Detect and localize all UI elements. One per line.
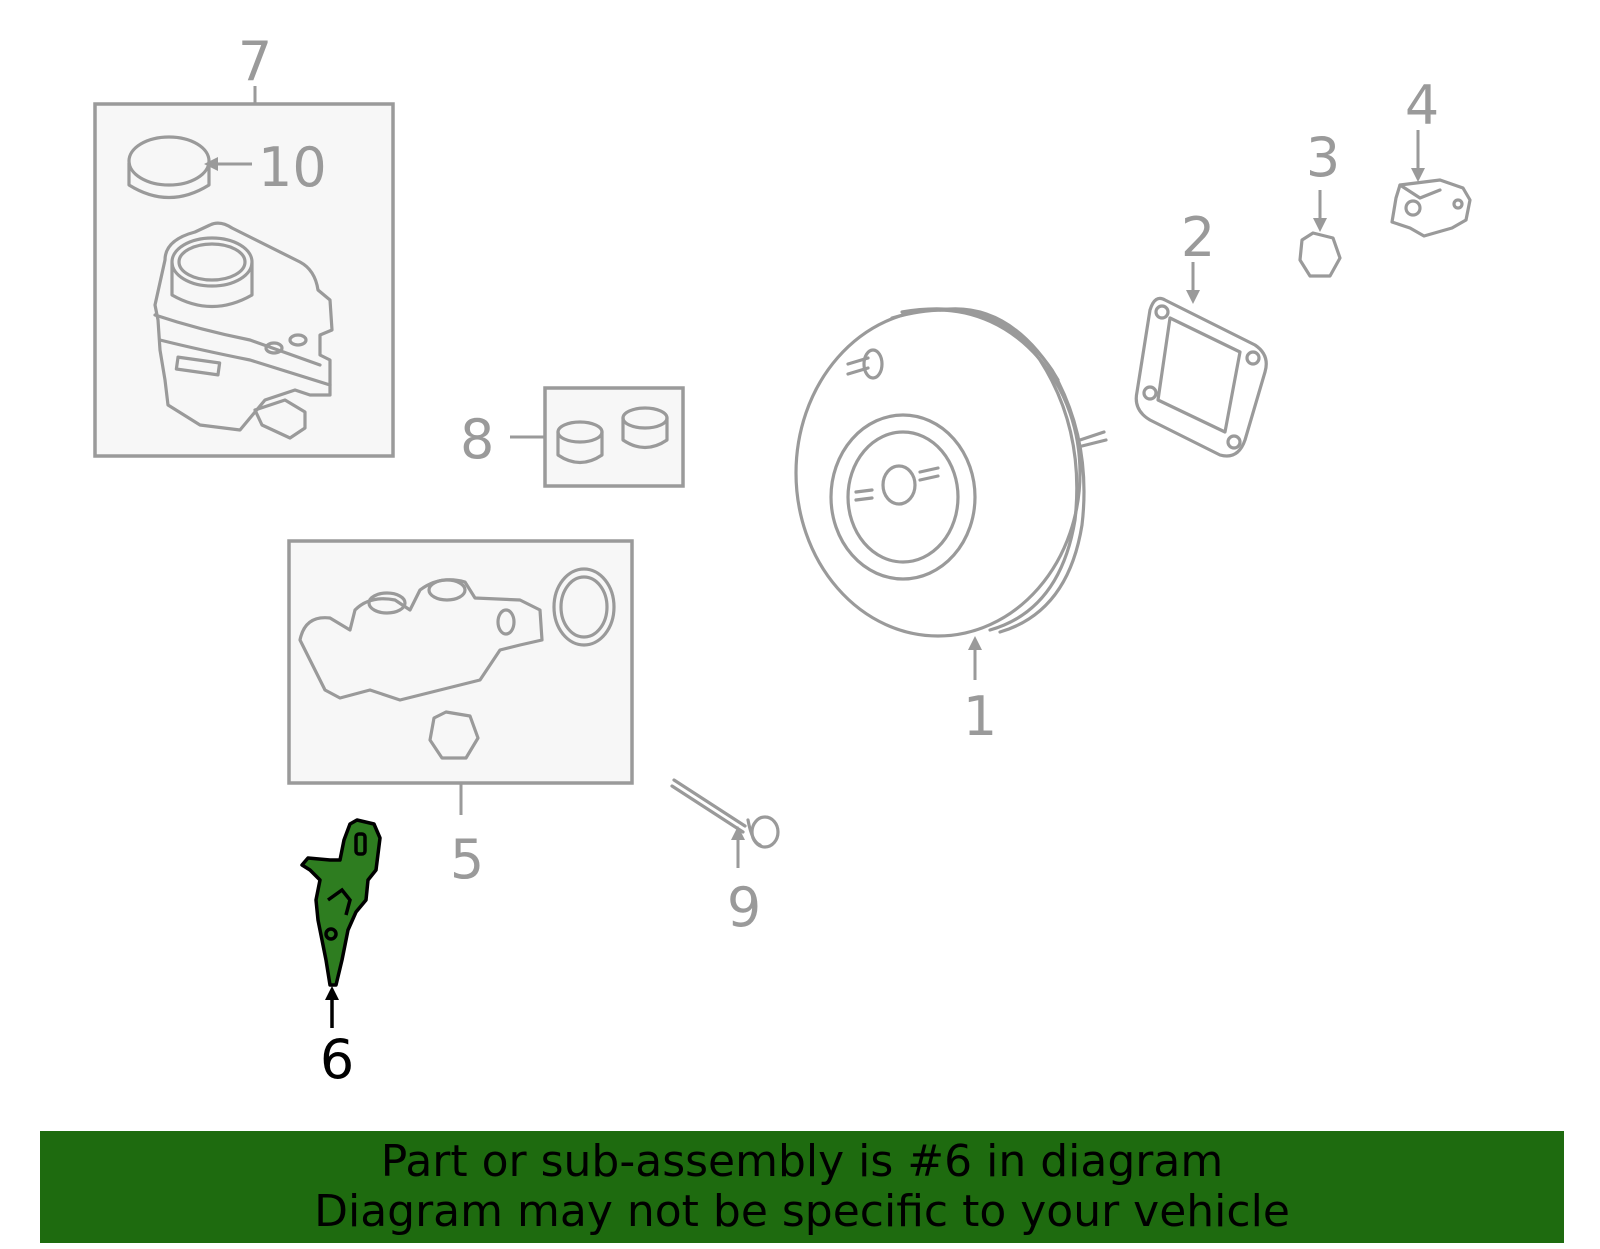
callout-4: 4 [1405, 74, 1439, 137]
banner-line-2: Diagram may not be specific to your vehi… [314, 1186, 1290, 1237]
part-2-gasket[interactable] [1134, 296, 1268, 458]
callout-3: 3 [1306, 126, 1340, 189]
part-3-nut[interactable] [1298, 231, 1342, 278]
part-4-bracket[interactable] [1390, 178, 1472, 238]
part-7-reservoir-assembly[interactable] [93, 86, 395, 458]
callout-10: 10 [258, 136, 327, 199]
callout-8: 8 [460, 408, 494, 471]
part-10-reservoir-cap[interactable] [127, 135, 211, 200]
part-6-highlighted-bracket[interactable] [300, 818, 382, 987]
part-1-brake-booster[interactable] [794, 307, 1108, 638]
banner-line-1: Part or sub-assembly is #6 in diagram [380, 1136, 1224, 1187]
part-5-master-cylinder[interactable] [287, 539, 634, 785]
part-8-seal-kit[interactable] [543, 386, 685, 488]
callout-5: 5 [450, 828, 484, 891]
reservoir-body [153, 221, 334, 440]
callout-2: 2 [1181, 206, 1215, 269]
callout-1: 1 [963, 685, 997, 748]
callout-6: 6 [320, 1028, 354, 1091]
callout-7: 7 [238, 30, 272, 93]
part-9-pin[interactable] [670, 778, 780, 849]
info-banner: Part or sub-assembly is #6 in diagram Di… [40, 1131, 1564, 1243]
callout-9: 9 [727, 876, 761, 939]
